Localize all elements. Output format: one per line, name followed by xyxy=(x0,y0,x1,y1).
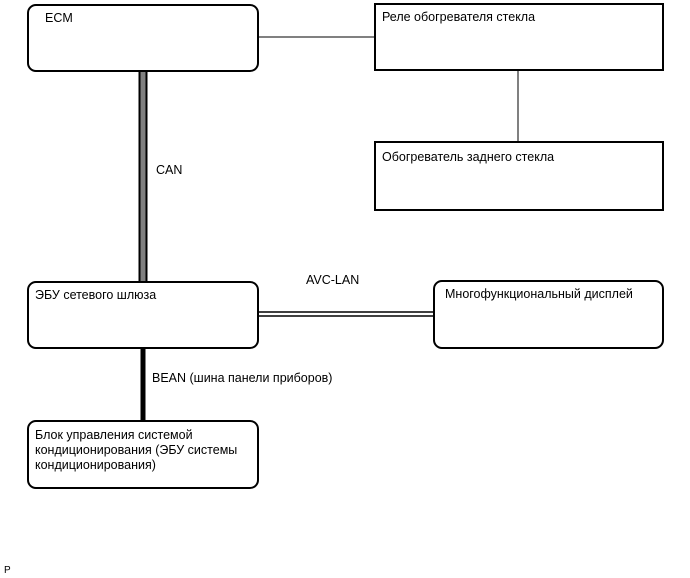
defogger-relay-label: Реле обогревателя стекла xyxy=(382,10,536,24)
can-bus-line xyxy=(138,71,148,283)
ecm-box: ECM xyxy=(27,4,259,72)
gateway-ecu-box: ЭБУ сетевого шлюза xyxy=(27,281,259,349)
can-label: CAN xyxy=(156,163,183,177)
avc-lan-line xyxy=(258,311,434,317)
avc-lan-label: AVC-LAN xyxy=(306,273,360,287)
defogger-relay-box: Реле обогревателя стекла xyxy=(374,3,664,71)
rear-defogger-label: Обогреватель заднего стекла xyxy=(382,150,555,164)
ac-ecu-label: Блок управления системой кондиционирован… xyxy=(35,428,238,472)
multi-display-box: Многофункциональный дисплей xyxy=(433,280,664,349)
page-marker: P xyxy=(4,565,11,576)
gateway-ecu-label: ЭБУ сетевого шлюза xyxy=(35,288,157,302)
bean-label: BEAN (шина панели приборов) xyxy=(152,371,333,385)
multi-display-label: Многофункциональный дисплей xyxy=(445,287,633,301)
rear-defogger-box: Обогреватель заднего стекла xyxy=(374,141,664,211)
ac-ecu-box: Блок управления системой кондиционирован… xyxy=(27,420,259,489)
ecm-label: ECM xyxy=(45,11,73,25)
